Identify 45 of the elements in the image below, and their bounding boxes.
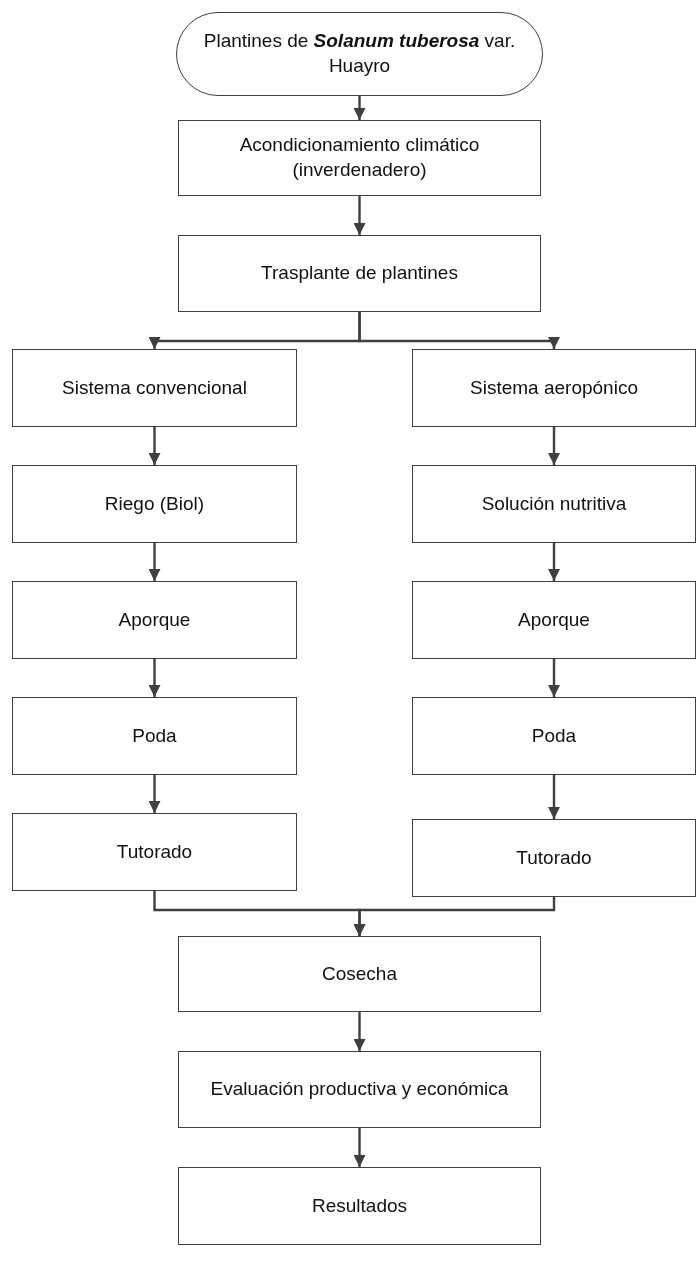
step-text: Plantines de Solanum tuberosa var. Huayro <box>202 29 517 78</box>
arrow <box>548 659 560 697</box>
arrow <box>353 897 556 936</box>
process-box <box>12 697 297 775</box>
step-text: Cosecha <box>322 961 397 986</box>
process-box <box>178 936 541 1012</box>
process-box <box>412 349 696 427</box>
step-text: Sistema convencional <box>62 375 247 400</box>
process-box <box>178 1051 541 1128</box>
step-text: Poda <box>132 723 177 748</box>
arrow <box>148 775 161 813</box>
arrow <box>353 96 366 120</box>
arrow <box>358 312 560 349</box>
process-box <box>178 235 541 312</box>
step-text: Evaluación productiva y económica <box>210 1077 509 1102</box>
step-text: Sistema aeropónico <box>470 375 638 400</box>
process-box <box>12 349 297 427</box>
step-text: Resultados <box>311 1193 408 1218</box>
step-text: Riego (Biol) <box>104 491 205 516</box>
process-box <box>178 120 541 196</box>
step-text: Trasplante de plantines <box>261 261 458 286</box>
step-text: Tutorado <box>516 845 592 870</box>
arrow <box>353 1012 366 1051</box>
step-text: Poda <box>531 723 577 748</box>
arrow <box>148 543 161 581</box>
arrow <box>548 775 560 819</box>
process-box <box>178 1167 541 1245</box>
process-box <box>412 581 696 659</box>
step-text: Solución nutritiva <box>481 491 627 516</box>
arrow <box>353 196 366 235</box>
process-box <box>12 581 297 659</box>
step-text: Aporque <box>118 607 191 632</box>
arrow <box>548 543 560 581</box>
arrow <box>148 659 161 697</box>
arrow <box>548 427 560 465</box>
process-box <box>12 465 297 543</box>
step-text: Tutorado <box>116 839 193 864</box>
process-box <box>412 697 696 775</box>
step-text: Acondicionamiento climático (inverdenadero) <box>238 133 481 182</box>
process-box <box>412 465 696 543</box>
arrow <box>353 1128 366 1167</box>
process-box <box>412 819 696 897</box>
arrow <box>148 427 161 465</box>
step-text: Aporque <box>518 607 590 632</box>
process-box <box>12 813 297 891</box>
